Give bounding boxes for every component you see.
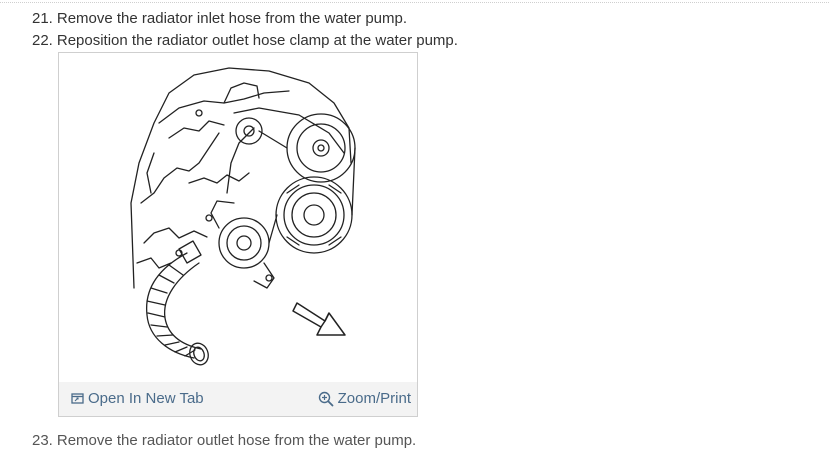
zoom-print-label: Zoom/Print	[337, 390, 411, 407]
step-number: 23.	[32, 432, 53, 449]
step-21: 21.Remove the radiator inlet hose from t…	[32, 10, 407, 28]
front-arrow-icon	[292, 302, 346, 336]
figure-box: Open In New Tab Zoom/Print	[58, 52, 418, 417]
open-in-new-tab-link[interactable]: Open In New Tab	[71, 390, 204, 407]
top-dotted-divider	[0, 0, 829, 4]
step-number: 21.	[32, 10, 53, 27]
step-text: Reposition the radiator outlet hose clam…	[56, 32, 458, 49]
step-22: 22.Reposition the radiator outlet hose c…	[32, 32, 458, 50]
zoom-print-link[interactable]: Zoom/Print	[318, 390, 411, 407]
step-text: Remove the radiator outlet hose from the…	[56, 432, 417, 449]
step-text: Remove the radiator inlet hose from the …	[56, 10, 408, 27]
zoom-icon	[318, 391, 334, 406]
open-in-new-tab-label: Open In New Tab	[88, 390, 204, 407]
figure-footer: Open In New Tab Zoom/Print	[59, 382, 417, 416]
open-new-tab-icon	[71, 393, 84, 404]
engine-illustration	[130, 67, 356, 366]
step-number: 22.	[32, 32, 53, 49]
step-23: 23.Remove the radiator outlet hose from …	[32, 432, 416, 450]
